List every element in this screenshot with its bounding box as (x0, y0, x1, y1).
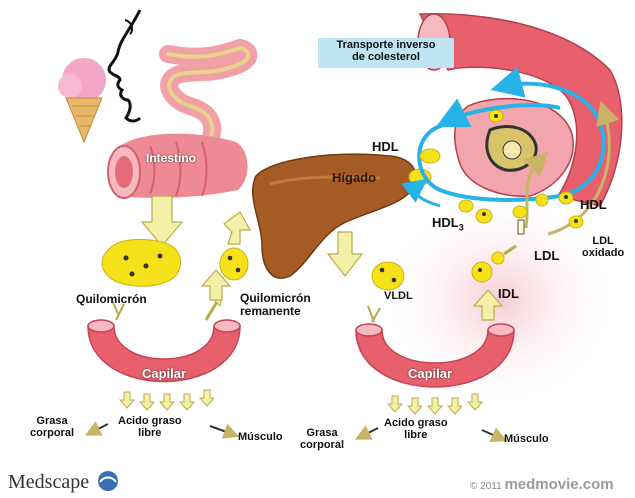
hdl-right-label: HDL (580, 198, 607, 212)
idl-label: IDL (498, 287, 519, 301)
medscape-logo: Medscape (8, 466, 122, 494)
arrow-liver-vldl (328, 232, 362, 276)
capilar-left-label: Capilar (142, 367, 186, 381)
intestine-shape (108, 134, 248, 198)
higado-label: Hígado (332, 171, 376, 185)
hdl-label: HDL (372, 140, 399, 154)
quilomicron-particle (102, 239, 181, 286)
musculo-left-label: Músculo (238, 432, 283, 444)
ice-cream-icon (58, 58, 106, 142)
hdl3-label: HDL3 (432, 216, 464, 233)
grasa-left-label: Grasa corporal (30, 416, 74, 439)
grasa-right-label: Grasa corporal (300, 428, 344, 451)
quilomicron-label: Quilomicrón (76, 293, 147, 306)
medscape-globe-icon (94, 470, 122, 492)
arrow-intestine-down (142, 196, 182, 246)
arrow-remnant-liver (224, 212, 250, 244)
quilomicron-remanente-label: Quilomicrón remanente (240, 292, 311, 317)
musculo-right-label: Músculo (504, 434, 549, 446)
acido-left-label: Acido graso libre (118, 416, 182, 439)
acido-right-label: Acido graso libre (384, 418, 448, 441)
vldl-label: VLDL (384, 291, 413, 303)
ldl-label: LDL (534, 249, 559, 263)
face-profile-icon (109, 10, 140, 121)
ldl-small-particle (518, 220, 524, 234)
transporte-inverso-label: Transporte inverso de colesterol (318, 40, 454, 63)
intestino-label: Intestino (146, 152, 196, 165)
capilar-right-label: Capilar (408, 367, 452, 381)
vldl-particle (372, 262, 404, 290)
quilomicron-remnant-particle (220, 248, 248, 280)
medmovie-credit: © 2011 medmovie.com (470, 476, 614, 493)
digestive-tract (168, 48, 248, 140)
ldl-oxidado-label: LDL oxidado (582, 236, 624, 259)
left-fatty-acid-arrows (120, 390, 214, 410)
